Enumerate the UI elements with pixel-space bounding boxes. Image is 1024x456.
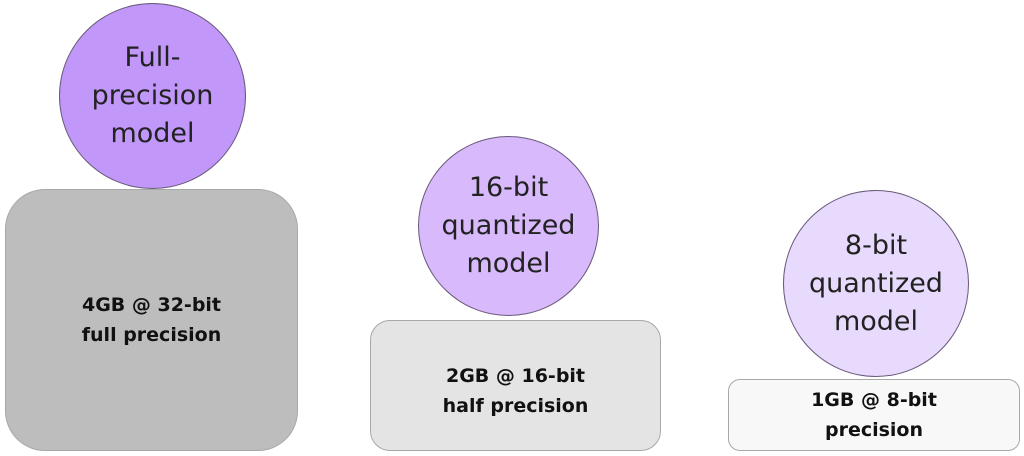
memory-box-16bit: 2GB @ 16-bit half precision [370, 320, 661, 451]
model-circle-16bit: 16-bit quantized model [418, 136, 599, 316]
model-circle-full: Full- precision model [59, 3, 246, 189]
memory-box-8bit: 1GB @ 8-bit precision [728, 379, 1020, 451]
memory-box-full: 4GB @ 32-bit full precision [5, 189, 298, 451]
model-circle-8bit: 8-bit quantized model [783, 190, 969, 377]
